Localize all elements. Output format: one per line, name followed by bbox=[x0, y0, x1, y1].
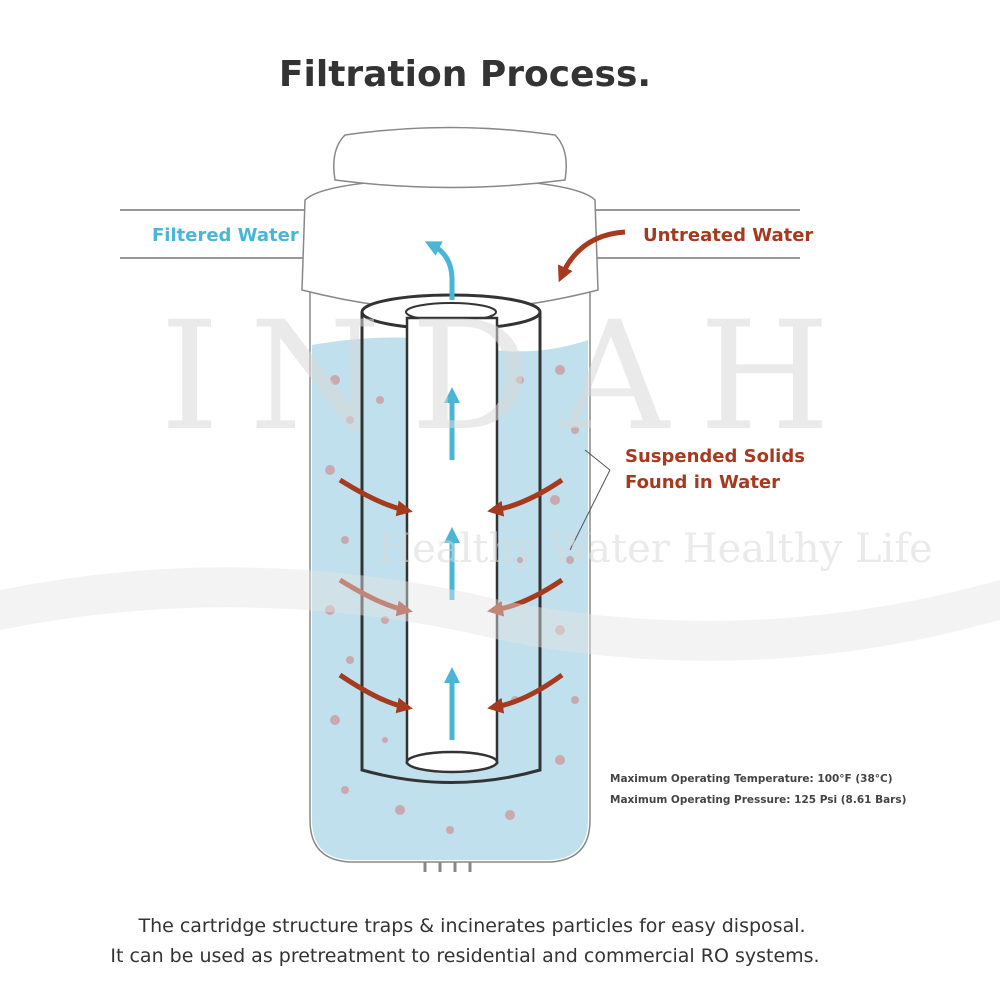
spec-temperature: Maximum Operating Temperature: 100°F (38… bbox=[610, 773, 893, 785]
untreated-flow-arrows bbox=[338, 229, 626, 714]
caption-line-2: It can be used as pretreatment to reside… bbox=[110, 945, 819, 967]
watermark-tagline: Healthy Water Healthy Life bbox=[377, 526, 933, 572]
housing-cap bbox=[333, 126, 567, 189]
suspended-particles bbox=[325, 365, 579, 834]
filtered-flow-arrows bbox=[424, 241, 461, 740]
caption-line-1: The cartridge structure traps & incinera… bbox=[137, 915, 805, 937]
spec-pressure: Maximum Operating Pressure: 125 Psi (8.6… bbox=[610, 794, 906, 806]
page-title: Filtration Process. bbox=[279, 54, 651, 95]
untreated-water-label: Untreated Water bbox=[643, 225, 813, 246]
filter-housing bbox=[301, 126, 599, 872]
watermark-brand: INDAH bbox=[160, 290, 860, 464]
watermark-swoosh bbox=[0, 567, 1000, 661]
filtered-water-label: Filtered Water bbox=[152, 225, 299, 246]
filter-cartridge bbox=[360, 293, 542, 784]
suspended-solids-label-2: Found in Water bbox=[625, 472, 780, 493]
suspended-solids-label-1: Suspended Solids bbox=[625, 446, 805, 467]
callout-lines bbox=[569, 449, 611, 551]
